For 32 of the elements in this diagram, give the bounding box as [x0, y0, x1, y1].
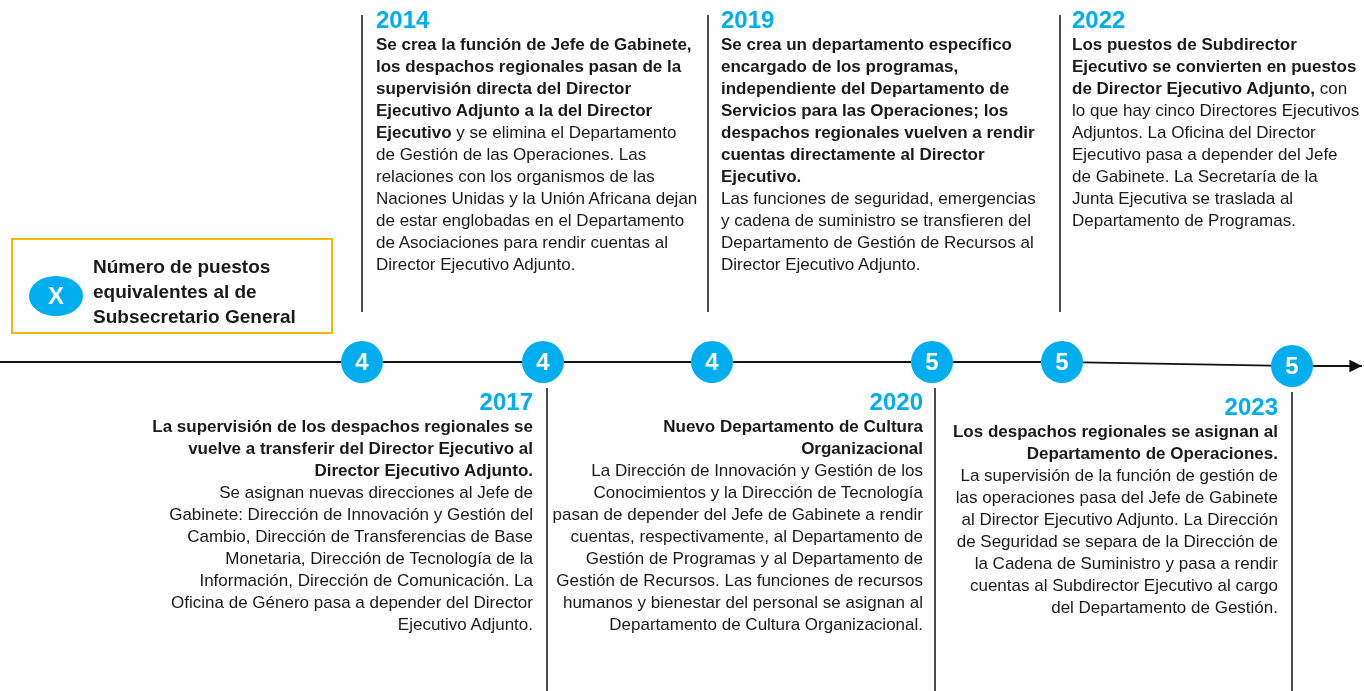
count-circle: 5: [1041, 341, 1083, 383]
timeline-line: [1082, 361, 1272, 367]
year-heading: 2017: [478, 388, 533, 416]
year-heading: 2019: [721, 6, 776, 34]
event-heading: Nuevo Departamento de Cultura Organizacional: [662, 416, 923, 460]
year-heading: 2022: [1072, 6, 1127, 34]
count-circle: 4: [691, 341, 733, 383]
timeline-line: [732, 361, 912, 363]
year-heading: 2020: [868, 388, 923, 416]
count-circle: 5: [1271, 345, 1313, 387]
event-description: La supervisión de la función de gestión de las operaciones pasa del Jefe de Gabinete al Director Ejecutivo Adjunto. La Dirección de Seguridad se separa de la Dirección de la Cadena de Suministro y pasa a rendir cuentas al Subdirector Ejecutivo al cargo del Departamento de Gestión.: [954, 465, 1278, 619]
event-description: Las funciones de seguridad, emergencias y cadena de suministro se transfieren del Departamento de Gestión de Recursos al Director Ejecutivo Adjunto.: [721, 188, 1037, 276]
event-description: La Dirección de Innovación y Gestión de los Conocimientos y la Dirección de Tecnología pasan de depender del Jefe de Gabinete a rendir cuentas, respectivamente, al Departamento de Gestión de Programas y al Departamento de Gestión de Recursos. Las funciones de recursos humanos y bienestar del personal se asignan al Departamento de Cultura Organizacional.: [552, 460, 923, 636]
event-description: Se asignan nuevas direcciones al Jefe de Gabinete: Dirección de Innovación y Gestión del Cambio, Dirección de Transferencias de Base Monetaria, Dirección de Tecnología de la Información, Dirección de Comunicación. La Oficina de Género pasa a depender del Director Ejecutivo Adjunto.: [168, 482, 533, 636]
count-circle: X: [29, 276, 83, 316]
year-heading: 2014: [376, 6, 431, 34]
timeline-line: [0, 361, 342, 363]
count-circle: 5: [911, 341, 953, 383]
timeline-line: [563, 361, 692, 363]
legend-text: Número de puestos equivalentes al de Subsecretario General: [93, 255, 297, 329]
event-description: Se crea la función de Jefe de Gabinete, los despachos regionales pasan de la supervisión directa del Director Ejecutivo Adjunto a la del Director Ejecutivo y se elimina el Departamento de Gestión de las Operaciones. Las relaciones con los organismos de las Naciones Unidas y la Unión Africana dejan de estar englobadas en el Departamento de Asociaciones para rendir cuentas al Director Ejecutivo Adjunto.: [376, 34, 698, 276]
event-heading: Los despachos regionales se asignan al Departamento de Operaciones.: [952, 421, 1278, 465]
count-circle: 4: [341, 341, 383, 383]
timeline-line: [382, 361, 523, 363]
timeline-line: [952, 361, 1042, 363]
legend-box: [11, 238, 333, 334]
event-heading: Se crea un departamento específico encargado de los programas, independiente del Departamento de Servicios para las Operaciones; los despachos regionales vuelven a rendir cuentas directamente al Director Ejecutivo.: [721, 34, 1036, 188]
event-heading: La supervisión de los despachos regionales se vuelve a transferir del Director Ejecutivo al Director Ejecutivo Adjunto.: [151, 416, 533, 482]
event-description: Los puestos de Subdirector Ejecutivo se convierten en puestos de Director Ejecutivo Adjunto, con lo que hay cinco Directores Ejecutivos Adjuntos. La Oficina del Director Ejecutivo pasa a depender del Jefe de Gabinete. La Secretaría de la Junta Ejecutiva se traslada al Departamento de Programas.: [1072, 34, 1360, 232]
timeline-arrow: [1312, 359, 1363, 373]
count-circle: 4: [522, 341, 564, 383]
year-heading: 2023: [1223, 393, 1278, 421]
